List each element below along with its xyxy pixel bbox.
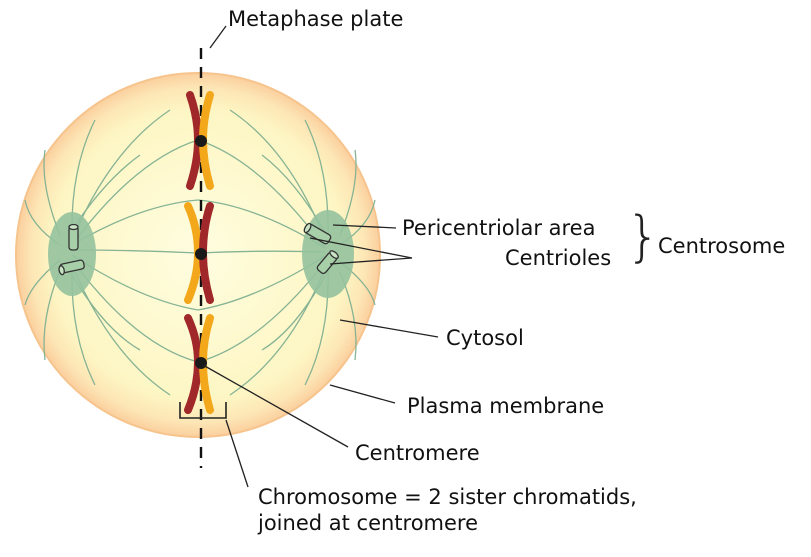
left-centrioles bbox=[58, 223, 85, 276]
centrosome-brace: } bbox=[626, 205, 661, 268]
chromosome-label-line2: joined at centromere bbox=[258, 511, 479, 535]
cytosol-label: Cytosol bbox=[446, 326, 524, 350]
right-centrioles bbox=[303, 222, 339, 275]
left-centrosome bbox=[48, 212, 96, 296]
metaphase-plate-label: Metaphase plate bbox=[228, 7, 404, 31]
centromere-bottom bbox=[195, 357, 207, 369]
centromere-label: Centromere bbox=[355, 441, 480, 465]
leader-lines bbox=[202, 25, 439, 488]
chromosome-bracket bbox=[179, 402, 227, 419]
centrioles-label: Centrioles bbox=[505, 246, 612, 270]
centromere-middle bbox=[195, 248, 207, 260]
centrosome-label: Centrosome bbox=[658, 234, 786, 258]
pericentriolar-area-label: Pericentriolar area bbox=[402, 216, 596, 240]
centromere-top bbox=[195, 135, 207, 147]
plasma-membrane-label: Plasma membrane bbox=[407, 394, 605, 418]
chromosome-label-line1: Chromosome = 2 sister chromatids, bbox=[258, 485, 637, 509]
